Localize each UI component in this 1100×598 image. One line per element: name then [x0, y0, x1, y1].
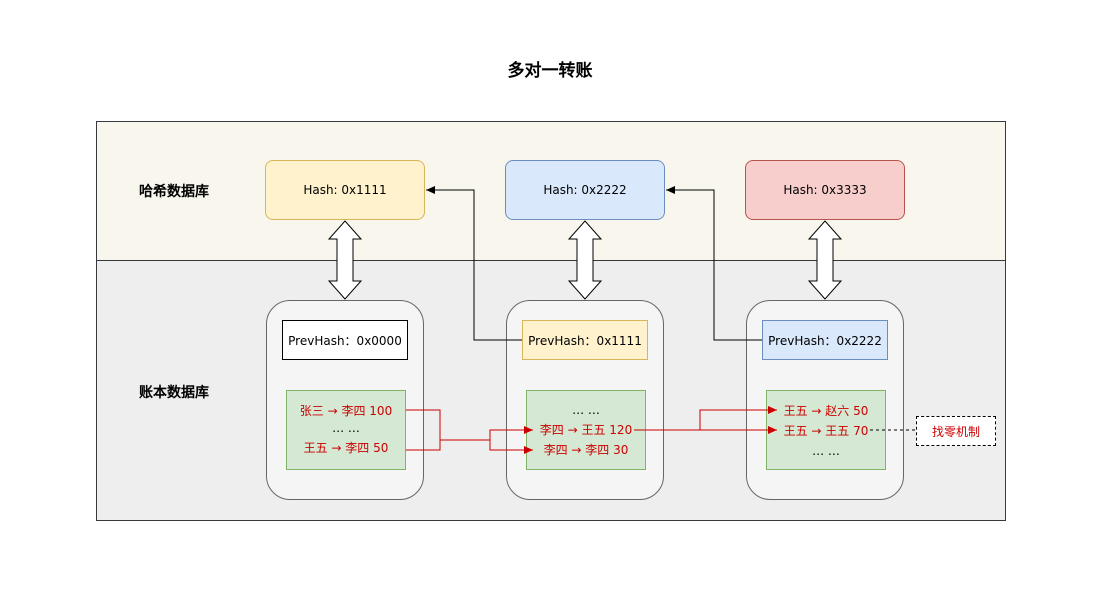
transaction-line: 李四 → 王五 120: [539, 423, 633, 437]
hash-label: Hash: 0x1111: [303, 183, 387, 197]
hash-box-1: Hash: 0x1111: [265, 160, 425, 220]
hash-box-3: Hash: 0x3333: [745, 160, 905, 220]
transaction-line: 王五 → 赵六 50: [783, 404, 869, 418]
prevhash-box-3: PrevHash：0x2222: [762, 320, 888, 360]
prevhash-box-2: PrevHash：0x1111: [522, 320, 648, 360]
transaction-line: 张三 → 李四 100: [299, 404, 393, 418]
transfer-output-1: [634, 406, 777, 431]
transactions-box-1: 张三 → 李四 100 … … 王五 → 李四 50: [286, 390, 406, 470]
prevhash-label: PrevHash：0x2222: [768, 333, 882, 348]
prevhash-box-1: PrevHash：0x0000: [282, 320, 408, 360]
change-mechanism-box: 找零机制: [916, 416, 996, 446]
transaction-line: 王五 → 李四 50: [303, 441, 389, 455]
transactions-box-2: … … 李四 → 王五 120 李四 → 李四 30: [526, 390, 646, 470]
transaction-line: 李四 → 李四 30: [543, 443, 629, 457]
page-title: 多对一转账: [507, 61, 593, 81]
hash-label: Hash: 0x3333: [783, 183, 867, 197]
transfer-input-1: [406, 409, 533, 441]
change-mechanism-label: 找零机制: [931, 424, 980, 439]
hash-box-2: Hash: 0x2222: [505, 160, 665, 220]
ellipsis-line: … …: [812, 444, 840, 458]
hash-label: Hash: 0x2222: [543, 183, 627, 197]
transfer-input-2: [406, 439, 533, 454]
prevhash-link-1: [426, 186, 522, 341]
hash-database-label: 哈希数据库: [139, 184, 209, 200]
ellipsis-line: … …: [332, 421, 360, 435]
prevhash-label: PrevHash：0x1111: [528, 333, 642, 348]
ledger-database-label: 账本数据库: [139, 385, 209, 401]
transactions-box-3: 王五 → 赵六 50 王五 → 王五 70 … …: [766, 390, 886, 470]
link-arrow-2: [567, 220, 603, 300]
link-arrow-3: [807, 220, 843, 300]
link-arrow-1: [327, 220, 363, 300]
ellipsis-line: … …: [572, 403, 600, 417]
prevhash-label: PrevHash：0x0000: [288, 333, 402, 348]
prevhash-link-2: [666, 186, 762, 341]
transaction-line: 王五 → 王五 70: [783, 424, 869, 438]
